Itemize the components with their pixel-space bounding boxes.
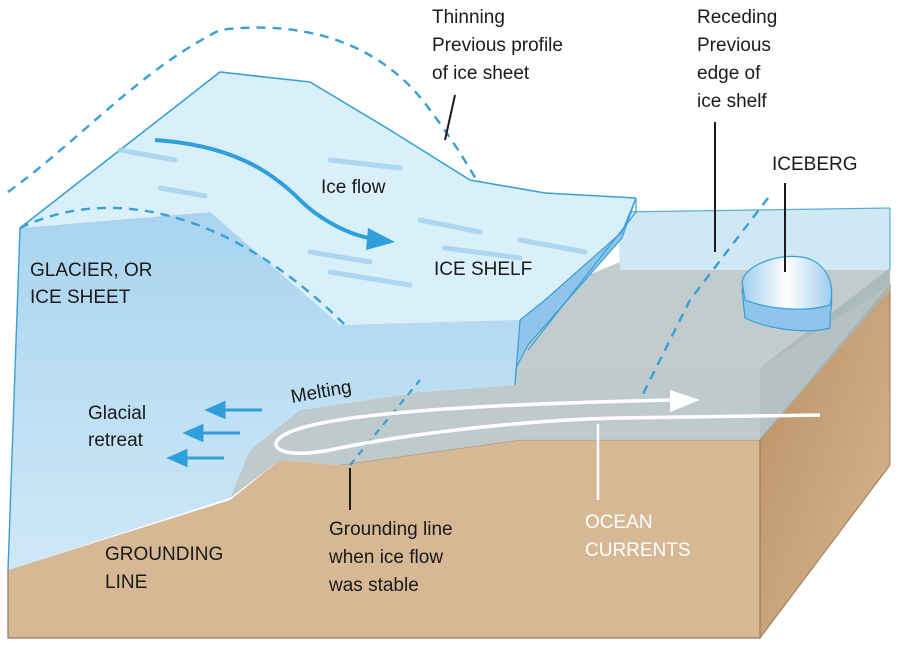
label-glacier-line-2: ICE SHEET [30,287,131,308]
label-glacial-retreat: Glacial retreat [88,403,146,451]
label-grounding-stable-line-1: Grounding line [329,519,453,540]
label-grounding-stable-line-3: was stable [328,575,419,596]
label-receding-line-4: ice shelf [697,91,767,112]
label-grounding-line-1: GROUNDING [105,544,223,565]
ice-sheet-top [19,71,637,386]
label-glacier-line-1: GLACIER, OR [30,260,152,281]
grounding-line-dashed [349,379,421,466]
glacial-retreat-arrows [166,400,262,468]
iceberg [741,255,833,332]
label-glacier: GLACIER, OR ICE SHEET [30,260,152,308]
label-thinning: Thinning Previous profile of ice sheet [432,7,563,84]
label-receding-line-1: Receding [697,7,777,28]
label-grounding-line-2: LINE [105,572,147,593]
label-thinning-line-1: Thinning [432,7,505,28]
label-ice-flow: Ice flow [321,177,386,198]
leader-lines [349,94,786,510]
label-ocean-currents: OCEAN CURRENTS [585,512,691,561]
ocean-current-arrow [274,390,821,455]
label-thinning-line-2: Previous profile [432,35,563,56]
label-iceberg: ICEBERG [772,154,858,175]
ice-flow-arrow [154,138,395,250]
label-grounding-stable-line-2: when ice flow [328,547,443,568]
label-ocean-currents-line-1: OCEAN [585,512,653,533]
label-ice-shelf: ICE SHELF [434,259,532,280]
label-thinning-line-3: of ice sheet [432,63,530,84]
label-grounding-line: GROUNDING LINE [105,544,223,593]
label-receding-line-2: Previous [697,35,771,56]
previous-shelf-edge-line [638,197,769,401]
label-glacial-retreat-line-2: retreat [88,430,144,451]
label-receding-line-3: edge of [697,63,761,84]
label-grounding-line-stable: Grounding line when ice flow was stable [328,519,453,596]
label-receding: Receding Previous edge of ice shelf [697,7,777,112]
previous-profile-line [7,26,479,326]
label-ocean-currents-line-2: CURRENTS [585,540,691,561]
label-glacial-retreat-line-1: Glacial [88,403,146,424]
